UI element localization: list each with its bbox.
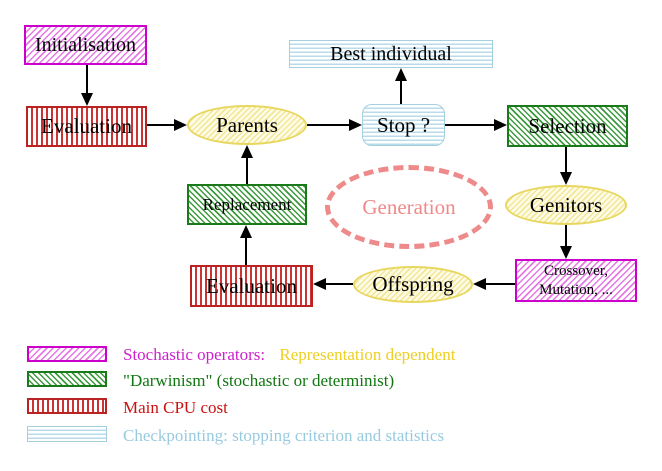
legend-swatch-red-vertical-stripes <box>27 398 107 414</box>
arrow-eval-replacement-head <box>240 225 252 238</box>
node-evaluation-top: Evaluation <box>26 106 147 147</box>
legend-label-main-cpu-cost: Main CPU cost <box>123 398 228 417</box>
arrow-stop-selection-line <box>445 124 494 126</box>
mutation-line2: Mutation, ... <box>539 281 613 298</box>
arrow-crossover-offspring-line <box>486 283 515 285</box>
arrow-crossover-offspring-head <box>473 278 486 290</box>
arrow-replacement-parents-line <box>246 158 248 184</box>
legend-label-stochastic-operators: Stochastic operators: Representation dep… <box>123 345 455 365</box>
node-stop: Stop ? <box>362 104 445 146</box>
arrow-stop-best-head <box>395 68 407 81</box>
arrow-eval-parents-head <box>174 119 187 131</box>
arrow-genitors-crossover-head <box>560 246 572 259</box>
node-parents: Parents <box>187 105 307 145</box>
node-evaluation-bottom: Evaluation <box>190 265 313 307</box>
legend-swatch-blue-horizontal-stripes <box>27 426 107 442</box>
arrow-stop-selection-head <box>494 119 507 131</box>
arrow-selection-genitors-line <box>565 147 567 172</box>
node-initialisation: Initialisation <box>24 25 147 65</box>
arrow-init-eval-line <box>86 65 88 93</box>
arrow-genitors-crossover-line <box>565 225 567 246</box>
node-offspring: Offspring <box>353 266 473 303</box>
arrow-stop-best-line <box>400 81 402 104</box>
arrow-parents-stop-line <box>307 124 349 126</box>
legend-text-representation: Representation dependent <box>279 345 456 364</box>
arrow-selection-genitors-head <box>560 172 572 185</box>
legend-label-checkpointing: Checkpointing: stopping criterion and st… <box>123 426 445 445</box>
arrow-replacement-parents-head <box>241 145 253 158</box>
arrow-init-eval-head <box>81 93 93 106</box>
legend-label-darwinism: "Darwinism" (stochastic or determinist) <box>123 371 395 390</box>
node-selection: Selection <box>507 105 628 147</box>
legend-swatch-magenta-diagonal-hatch <box>27 346 107 362</box>
arrow-eval-parents-line <box>147 124 175 126</box>
crossover-mutation-label: Crossover, Mutation, ... <box>539 262 613 300</box>
node-replacement: Replacement <box>187 184 307 225</box>
arrow-parents-stop-head <box>349 119 362 131</box>
node-crossover-mutation: Crossover, Mutation, ... <box>515 259 637 302</box>
arrow-offspring-eval-head <box>313 278 326 290</box>
arrow-offspring-eval-line <box>326 283 353 285</box>
legend-swatch-green-diagonal-hatch <box>27 371 107 387</box>
node-genitors: Genitors <box>505 185 627 225</box>
crossover-line1: Crossover, <box>544 262 608 279</box>
arrow-eval-replacement-line <box>245 238 247 265</box>
legend-text-stochastic: Stochastic operators: <box>123 345 266 364</box>
node-best-individual: Best individual <box>289 40 493 68</box>
generation-cycle-ellipse: Generation <box>325 165 493 249</box>
